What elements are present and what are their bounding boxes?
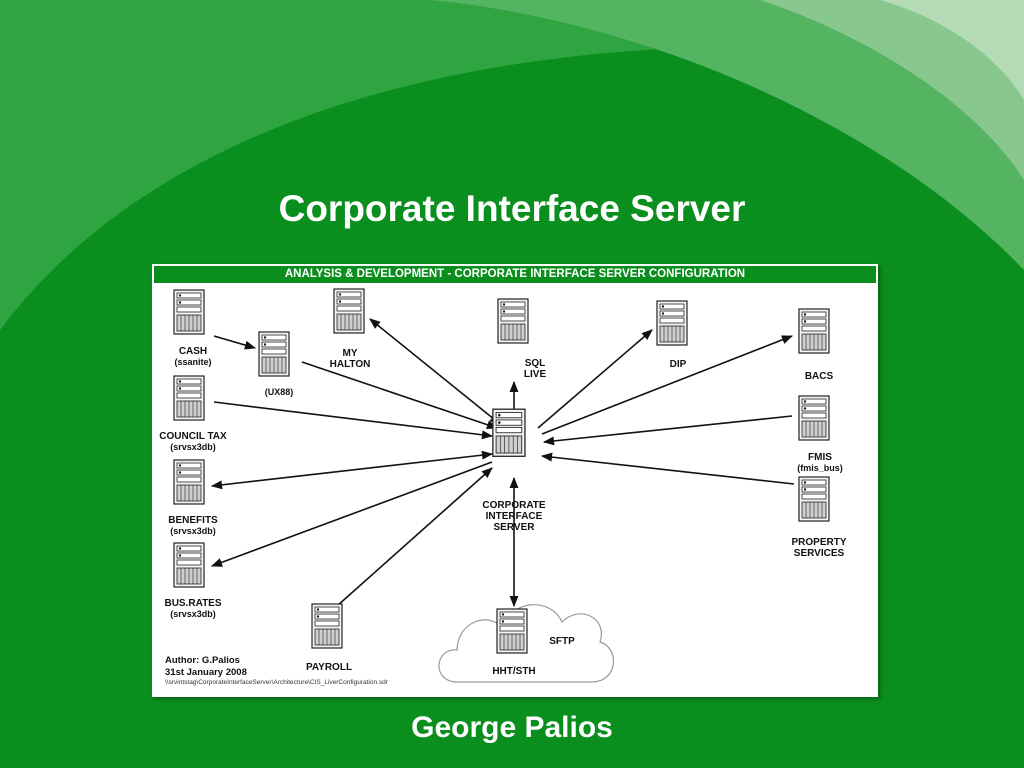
node-bacs-label: BACS bbox=[804, 371, 834, 382]
server-icon-council-tax bbox=[173, 375, 205, 421]
server-icon-benefits bbox=[173, 459, 205, 505]
link-cis-busrates bbox=[210, 461, 493, 567]
diagram-header: ANALYSIS & DEVELOPMENT - CORPORATE INTER… bbox=[154, 266, 876, 283]
diagram-canvas bbox=[173, 288, 830, 683]
link-cis-bacs bbox=[541, 335, 794, 435]
link-payroll-cis bbox=[336, 467, 493, 607]
node-my-halton-label: MY HALTON bbox=[329, 348, 371, 370]
link-ux88-cis bbox=[301, 361, 499, 430]
link-counciltax-cis bbox=[213, 401, 494, 440]
sftp-label: SFTP bbox=[549, 636, 575, 647]
server-icon-dip bbox=[656, 300, 688, 346]
link-cis-dip bbox=[537, 329, 653, 429]
node-cis-label: CORPORATE INTERFACE SERVER bbox=[482, 500, 546, 533]
node-payroll-label: PAYROLL bbox=[305, 662, 353, 673]
server-icon-bus-rates bbox=[173, 542, 205, 588]
link-cis-benefits bbox=[210, 450, 494, 490]
server-icon-property-services bbox=[798, 476, 830, 522]
node-council-tax-label: COUNCIL TAX (srvsx3db) bbox=[159, 431, 227, 452]
node-ux88-label: (UX88) bbox=[264, 387, 294, 397]
server-icon-hht-sth bbox=[496, 608, 528, 654]
node-cash-label: CASH (ssanite) bbox=[174, 346, 212, 367]
node-bus-rates-label: BUS.RATES (srvsx3db) bbox=[164, 598, 222, 619]
server-icon-payroll bbox=[311, 603, 343, 649]
link-property-cis bbox=[540, 452, 795, 485]
server-icon-cis bbox=[492, 408, 526, 457]
server-icon-cash bbox=[173, 289, 205, 335]
slide-title: Corporate Interface Server bbox=[278, 188, 746, 229]
author-note: Author: G.Palios 31st January 2008 bbox=[165, 655, 247, 678]
node-fmis-label: FMIS (fmis_bus) bbox=[797, 452, 843, 473]
link-cash-ux88 bbox=[213, 335, 257, 350]
slide-author: George Palios bbox=[411, 711, 613, 744]
file-path-note: \\srvintstag\CorporateInterfaceServer\Ar… bbox=[165, 679, 388, 686]
server-icon-my-halton bbox=[333, 288, 365, 334]
server-icon-bacs bbox=[798, 308, 830, 354]
node-property-services-label: PROPERTY SERVICES bbox=[791, 537, 847, 559]
server-icon-sql-live bbox=[497, 298, 529, 344]
server-icon-fmis bbox=[798, 395, 830, 441]
architecture-diagram: ANALYSIS & DEVELOPMENT - CORPORATE INTER… bbox=[152, 264, 878, 697]
link-fmis-cis bbox=[542, 415, 793, 446]
server-icon-ux88 bbox=[258, 331, 290, 377]
node-sql-live-label: SQL LIVE bbox=[523, 358, 547, 380]
node-hht-sth-label: HHT/STH bbox=[492, 666, 536, 677]
link-myhalton-cis bbox=[369, 318, 501, 425]
node-dip-label: DIP bbox=[669, 359, 687, 370]
node-benefits-label: BENEFITS (srvsx3db) bbox=[168, 515, 218, 536]
